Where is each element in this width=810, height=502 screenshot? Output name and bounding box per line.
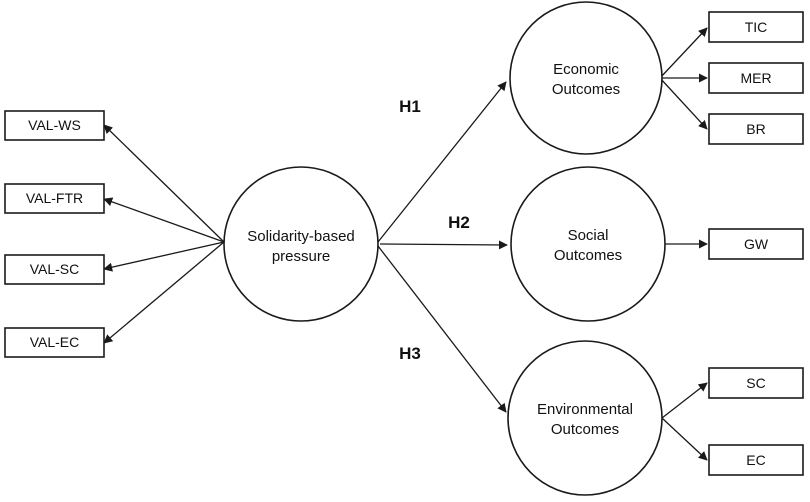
indicator-val-sc: VAL-SC [4,254,105,285]
construct-label-line1: Social [568,227,609,244]
construct-social-outcomes: Social Outcomes [510,166,666,322]
indicator-gw: GW [708,228,804,260]
indicator-mer: MER [708,62,804,94]
edge-h3 [377,245,507,413]
edge-economic-to-br [659,77,708,130]
construct-label-line2: pressure [272,248,330,265]
construct-environmental-outcomes: Environmental Outcomes [507,340,663,496]
indicator-label: BR [746,121,765,137]
hypothesis-h3-label: H3 [399,344,421,363]
indicator-sc: SC [708,367,804,399]
hypothesis-h2-label: H2 [448,213,470,232]
indicator-label: EC [746,452,765,468]
construct-solidarity-based-pressure: Solidarity-based pressure [223,166,379,322]
construct-economic-outcomes: Economic Outcomes [509,1,663,155]
edge-h1 [377,81,507,243]
indicator-label: VAL-EC [30,334,80,350]
indicator-label: GW [744,236,769,252]
indicator-ec: EC [708,444,804,476]
indicator-br: BR [708,113,804,145]
indicator-label: SC [746,375,765,391]
edge-central-to-val-sc [103,241,225,272]
construct-label-line1: Economic [553,61,619,78]
construct-label-line1: Solidarity-based [247,228,355,245]
construct-label-line2: Outcomes [554,247,622,264]
edge-environmental-to-sc [661,382,708,419]
construct-label-line1: Environmental [537,401,633,418]
hypothesis-h1-label: H1 [399,97,421,116]
edge-central-to-val-ec [103,241,225,344]
indicator-label: VAL-FTR [26,190,83,206]
edge-environmental-to-ec [661,417,708,461]
edge-central-to-val-ftr [103,197,225,243]
indicator-val-ftr: VAL-FTR [4,183,105,214]
indicator-label: VAL-SC [30,261,80,277]
edge-economic-to-tic [659,27,708,79]
edge-central-to-val-ws [103,124,225,243]
construct-label-line2: Outcomes [551,421,619,438]
indicator-tic: TIC [708,11,804,43]
indicator-label: TIC [745,19,768,35]
indicator-label: VAL-WS [28,117,81,133]
indicator-val-ec: VAL-EC [4,327,105,358]
construct-label-line2: Outcomes [552,81,620,98]
edge-h2 [379,240,508,250]
indicator-val-ws: VAL-WS [4,110,105,141]
indicator-label: MER [740,70,771,86]
